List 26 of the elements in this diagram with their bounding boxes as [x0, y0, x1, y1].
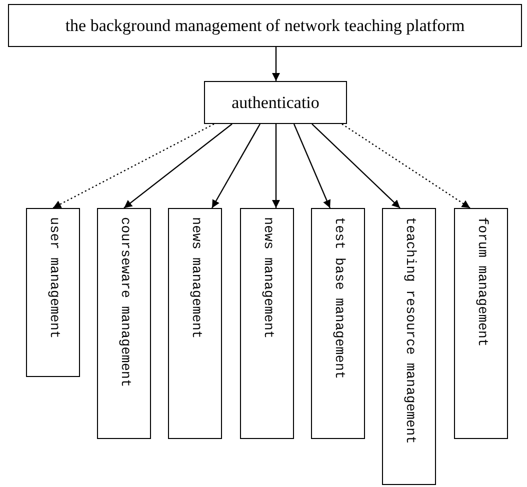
- arrow: [342, 124, 470, 208]
- node-label: teaching resource management: [402, 216, 416, 446]
- node-label: news management: [188, 216, 202, 341]
- module-box: [26, 208, 80, 377]
- process-box: [8, 4, 522, 47]
- module-box: [168, 208, 222, 439]
- node-label: news management: [260, 216, 274, 341]
- node-label: user management: [46, 216, 60, 341]
- module-box: [97, 208, 151, 439]
- node-label: forum management: [474, 216, 488, 349]
- arrow: [211, 124, 261, 208]
- node-label: the background management of network teaching platform: [65, 16, 465, 36]
- arrow: [272, 124, 280, 208]
- arrow: [52, 123, 214, 209]
- arrow: [272, 47, 280, 81]
- node-label: test base management: [331, 216, 345, 382]
- arrow: [124, 124, 232, 208]
- arrow: [293, 124, 331, 208]
- module-box: [454, 208, 508, 439]
- module-box: [382, 208, 436, 485]
- process-box: [204, 81, 347, 124]
- arrow: [312, 124, 400, 208]
- node-label: authenticatio: [232, 92, 320, 112]
- node-label: courseware management: [117, 216, 131, 390]
- module-box: [240, 208, 294, 439]
- module-box: [311, 208, 365, 439]
